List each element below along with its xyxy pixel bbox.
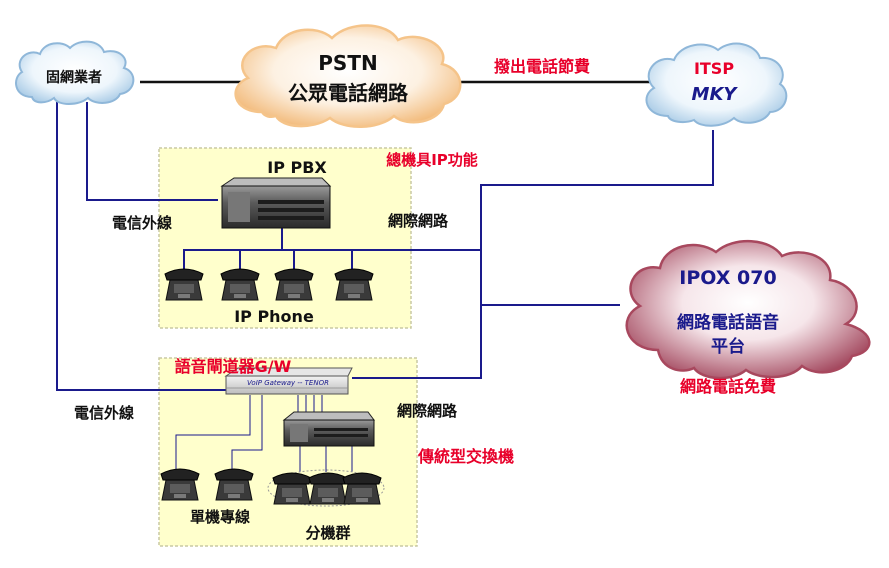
extension-phone-icon — [342, 472, 382, 505]
pstn-subtitle: 公眾電話網路 — [288, 81, 409, 105]
ipox-title: IPOX 070 — [679, 267, 776, 289]
itsp-subtitle: MKY — [692, 84, 739, 105]
free-calls-label: 網路電話免費 — [680, 377, 776, 396]
single-line-label: 單機專線 — [190, 508, 250, 526]
traditional-pbx-device — [282, 411, 375, 447]
itsp-title: ITSP — [694, 59, 734, 78]
extension-phone-icon — [308, 472, 348, 505]
carrier-label: 固網業者 — [46, 69, 102, 86]
voip-gateway-label: 語音閘道器G/W — [175, 357, 292, 376]
traditional-pbx-label: 傳統型交換機 — [417, 447, 514, 466]
telecom-line-top-label: 電信外線 — [112, 214, 172, 232]
phone-icon — [214, 468, 254, 501]
ip-phone-label: IP Phone — [234, 307, 314, 326]
ip-phone-icon — [334, 268, 374, 301]
itsp-cloud: ITSP MKY — [645, 42, 788, 127]
outbound-fee-label: 撥出電話節費 — [494, 57, 590, 76]
ip-pbx-device — [220, 177, 332, 229]
ip-phone-icon — [164, 268, 204, 301]
extension-group — [267, 469, 385, 507]
ipox-line2: 平台 — [711, 336, 745, 357]
pbx-ip-function-label: 總機具IP功能 — [386, 151, 478, 169]
pstn-cloud: PSTN 公眾電話網路 — [234, 24, 462, 128]
extension-phone-icon — [272, 472, 312, 505]
gateway-wires — [175, 395, 353, 472]
ip-phone-icon — [220, 268, 260, 301]
telecom-line-bottom-label: 電信外線 — [74, 404, 134, 422]
internet-bottom-label: 網際網路 — [397, 402, 458, 420]
ip-pbx-label: IP PBX — [267, 158, 327, 177]
extension-group-label: 分機群 — [305, 524, 350, 542]
pstn-title: PSTN — [318, 51, 377, 75]
carrier-cloud: 固網業者 — [15, 40, 135, 105]
phone-icon — [160, 468, 200, 501]
ip-phone-icon — [274, 268, 314, 301]
ipox-cloud: IPOX 070 網路電話語音 平台 — [625, 240, 871, 380]
connection-lines — [56, 102, 714, 391]
internet-top-label: 網際網路 — [388, 212, 449, 230]
ipox-line1: 網路電話語音 — [677, 312, 779, 333]
voip-gateway-device: VoIP Gateway -- TENOR — [224, 367, 353, 395]
gateway-device-text: VoIP Gateway -- TENOR — [247, 379, 329, 387]
